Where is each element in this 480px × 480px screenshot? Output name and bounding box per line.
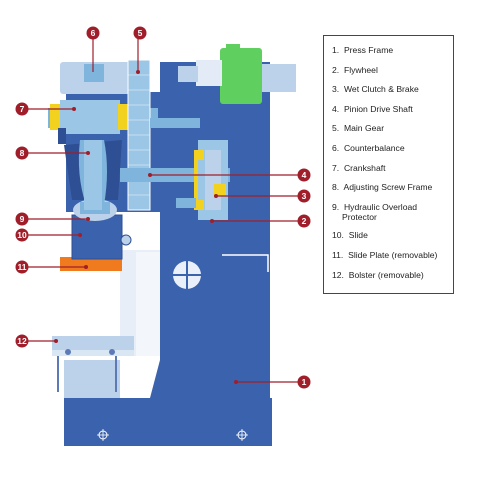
- motor: [220, 48, 262, 104]
- legend-item-10: 10. Slide: [332, 230, 368, 241]
- callout-9-label: 9: [20, 214, 25, 224]
- legend-item-5: 5. Main Gear: [332, 123, 385, 134]
- callout-8: 8: [15, 146, 29, 160]
- legend-item-8: 8. Adjusting Screw Frame: [332, 182, 433, 193]
- legend-item-3: 3. Wet Clutch & Brake: [332, 84, 419, 95]
- legend-list: 1. Press Frame 2. Flywheel 3. Wet Clutch…: [324, 36, 453, 280]
- legend-item-1: 1. Press Frame: [332, 45, 394, 55]
- callout-5-label: 5: [138, 28, 143, 38]
- callout-11-label: 11: [18, 262, 27, 272]
- callout-10-label: 10: [17, 230, 27, 240]
- callout-3: 3: [297, 189, 311, 203]
- callout-2-label: 2: [302, 216, 307, 226]
- frame-panel-line: [222, 254, 269, 272]
- callout-12: 12: [15, 334, 29, 348]
- legend-item-12: 12. Bolster (removable): [332, 269, 424, 280]
- callout-7: 7: [15, 102, 29, 116]
- legend-item-4: 4. Pinion Drive Shaft: [332, 103, 413, 114]
- wet-clutch-brake: [194, 150, 204, 210]
- base-bolt-right: [236, 429, 248, 441]
- frame-base-light: [72, 360, 120, 400]
- callout-2: 2: [297, 214, 311, 228]
- callout-11: 11: [15, 260, 29, 274]
- callout-6-label: 6: [91, 28, 96, 38]
- callout-1-label: 1: [302, 377, 307, 387]
- callout-3-label: 3: [302, 191, 307, 201]
- callout-10: 10: [15, 228, 29, 242]
- base-bolt-left: [97, 429, 109, 441]
- callout-4: 4: [297, 168, 311, 182]
- legend-item-7: 7. Crankshaft: [332, 162, 386, 173]
- frame-throat-edge: [136, 252, 160, 356]
- callout-6: 6: [86, 26, 100, 40]
- callout-7-label: 7: [20, 104, 25, 114]
- callout-1: 1: [297, 375, 311, 389]
- legend-item-6: 6. Counterbalance: [332, 142, 405, 153]
- legend-item-11: 11. Slide Plate (removable): [332, 249, 438, 260]
- callout-4-label: 4: [302, 170, 307, 180]
- callout-9: 9: [15, 212, 29, 226]
- callout-5: 5: [133, 26, 147, 40]
- legend-item-2: 2. Flywheel: [332, 64, 378, 75]
- callout-lines: [28, 33, 300, 383]
- callout-8-label: 8: [20, 148, 25, 158]
- callout-12-label: 12: [17, 336, 27, 346]
- legend: 1. Press Frame 2. Flywheel 3. Wet Clutch…: [323, 35, 454, 294]
